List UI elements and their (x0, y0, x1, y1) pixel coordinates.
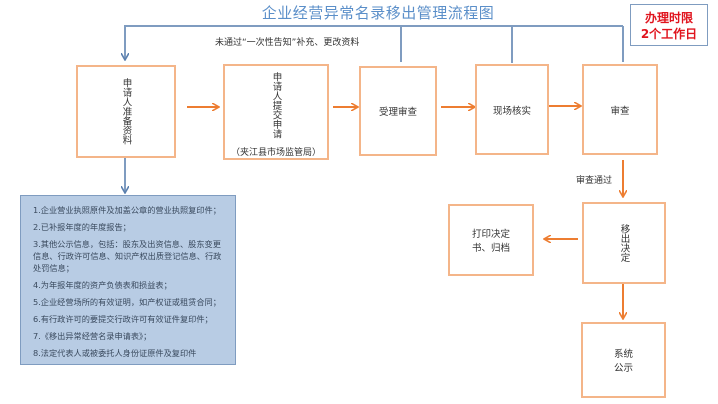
feedback-label: 未通过“一次性告知”补充、更改资料 (215, 38, 360, 48)
requirement-item: 5.企业经营场所的有效证明，如产权证或租赁合同； (33, 297, 221, 307)
deadline-line1: 办理时限 (644, 11, 693, 25)
deadline-line2: 2个工作日 (640, 27, 698, 41)
step-verify-label: 现场核实 (492, 105, 531, 117)
step-review: 审查 (582, 64, 658, 155)
step-submit: 申请人提交申请 （夹江县市场监管局） (223, 64, 329, 160)
requirement-item: 7.《移出异常经营名录申请表》； (33, 331, 152, 341)
step-decide: 移出决定 (582, 202, 666, 284)
step-prepare-label: 申请人准备资料 (120, 78, 132, 145)
step-print: 打印决定 书、归档 (448, 204, 534, 276)
step-review-label: 审查 (610, 105, 630, 117)
review-pass-label: 审查通过 (576, 176, 613, 186)
step-print-label-2: 书、归档 (471, 243, 510, 254)
step-verify: 现场核实 (475, 64, 549, 155)
requirement-item: 1.企业营业执照原件及加盖公章的营业执照复印件； (33, 205, 221, 215)
feedback-loop (125, 25, 624, 63)
step-publish: 系统 公示 (581, 322, 666, 398)
requirement-item: 8.法定代表人或被委托人身份证原件及复印件 (33, 348, 197, 358)
requirements-list: 1.企业营业执照原件及加盖公章的营业执照复印件； 2.已补报年度的年度报告； 3… (20, 195, 236, 365)
page-title: 企业经营异常名录移出管理流程图 (261, 4, 495, 22)
step-decide-label: 移出决定 (618, 224, 630, 262)
step-submit-label: 申请人提交申请 (270, 72, 282, 139)
requirement-item: 2.已补报年度的年度报告； (33, 222, 131, 232)
requirement-item: 6.有行政许可的要提交行政许可有效证件复印件； (33, 314, 213, 324)
step-publish-label-1: 系统 (613, 349, 633, 360)
requirement-item: 4.为年报年度的资产负债表和损益表； (33, 280, 172, 290)
deadline-box: 办理时限 2个工作日 (630, 4, 708, 46)
step-accept-label: 受理审查 (378, 107, 417, 118)
step-print-label-1: 打印决定 (471, 229, 510, 240)
step-prepare: 申请人准备资料 (76, 65, 176, 158)
step-publish-label-2: 公示 (613, 363, 633, 374)
step-submit-sub: （夹江县市场监管局） (230, 147, 321, 158)
requirement-item: 3.其他公示信息，包括：股东及出资信息、股东变更信息、行政许可信息、知识产权出质… (33, 239, 222, 273)
step-accept: 受理审查 (359, 66, 437, 156)
